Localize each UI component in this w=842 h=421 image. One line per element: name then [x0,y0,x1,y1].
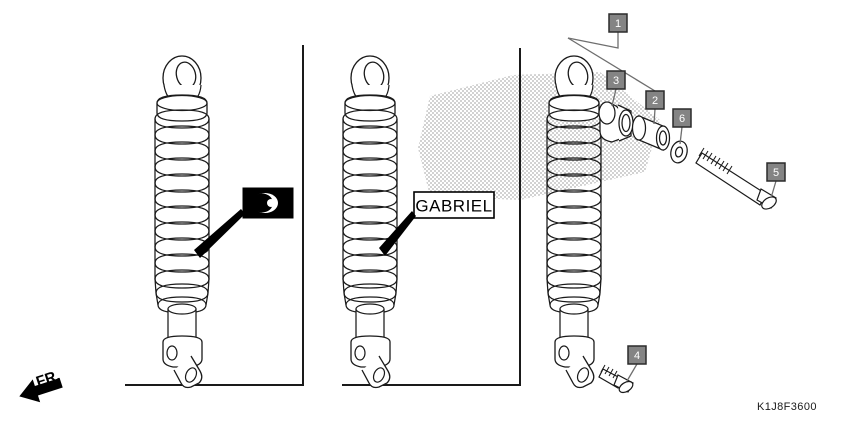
leader-line-1b [567,37,656,92]
brand-leader-arrow [379,211,416,256]
front-arrow-icon [19,377,63,403]
callout-5[interactable]: 5 [766,162,786,182]
callout-1-number: 1 [615,18,621,30]
panel-middle-shock-absorber[interactable] [342,55,398,389]
part-flange-bolt-long[interactable] [695,147,778,212]
panel-right-shock-absorber[interactable] [546,55,602,389]
callout-3[interactable]: 3 [606,70,626,90]
callout-1[interactable]: 1 [608,13,628,33]
part-flange-bolt-short[interactable] [598,364,635,395]
logo-badge [194,187,294,258]
panel-left-shock-absorber[interactable] [154,55,210,389]
part-plain-washer[interactable] [669,139,690,164]
part-distance-collar[interactable] [631,115,671,151]
leader-line-1 [567,32,619,49]
leader-line-5 [770,180,777,199]
callout-3-number: 3 [613,75,619,87]
callout-4-number: 4 [634,350,640,362]
drawing-code: K1J8F3600 [757,401,817,413]
panel-divider-right [342,48,521,386]
callout-2[interactable]: 2 [645,90,665,110]
callout-leader-lines [567,32,777,382]
front-orientation-marker: FR. [19,367,63,403]
callout-6-number: 6 [679,113,685,125]
leader-line-2 [653,108,656,125]
callout-2-number: 2 [652,95,658,107]
logo-leader-arrow [194,209,245,258]
callout-6[interactable]: 6 [672,108,692,128]
front-marker-label: FR. [34,367,62,391]
leader-line-4 [626,363,638,382]
leader-line-3 [611,88,617,107]
brand-label-text: GABRIEL [415,197,492,216]
leader-line-6 [679,126,683,145]
brand-label-gabriel: GABRIEL [379,191,495,256]
callout-4[interactable]: 4 [627,345,647,365]
part-stepped-bushing[interactable] [598,101,634,143]
callout-5-number: 5 [773,167,779,179]
